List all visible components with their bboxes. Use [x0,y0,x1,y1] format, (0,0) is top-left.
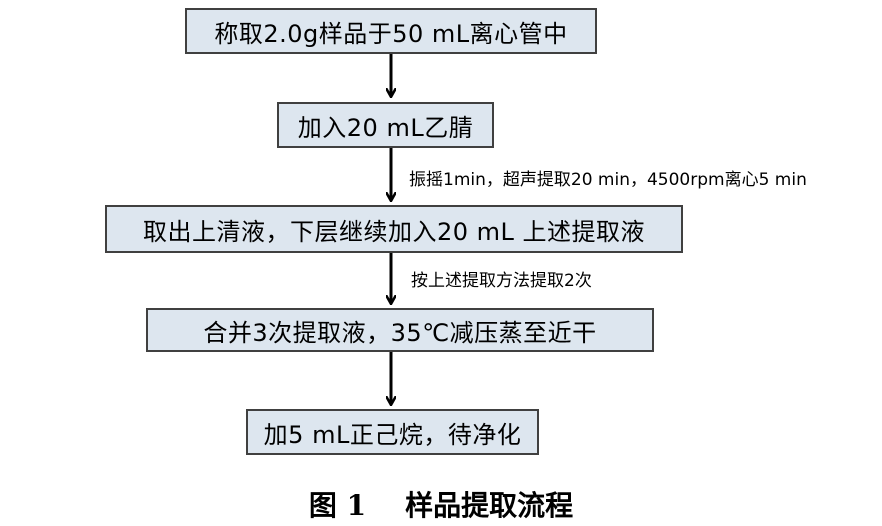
figure-caption: 图 1 样品提取流程 [308,489,574,522]
step-add-hexane: 加5 mL正己烷，待净化 [246,409,539,455]
step-weigh-sample: 称取2.0g样品于50 mL离心管中 [185,8,597,54]
note-repeat-extraction: 按上述提取方法提取2次 [411,271,592,291]
step-add-acetonitrile: 加入20 mL乙腈 [277,102,494,148]
step-combine-evaporate: 合并3次提取液，35℃减压蒸至近干 [146,308,654,352]
note-shake-sonicate-centrifuge: 振摇1min，超声提取20 min，4500rpm离心5 min [409,170,807,190]
step-take-supernatant: 取出上清液，下层继续加入20 mL 上述提取液 [105,205,683,253]
